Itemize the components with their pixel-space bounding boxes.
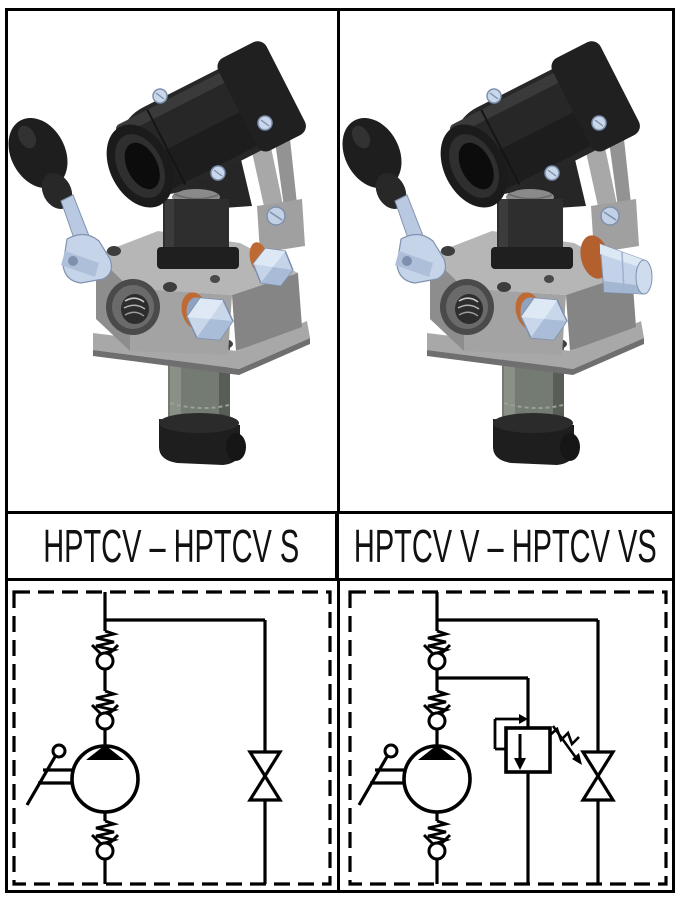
adjustable-spring-icon — [549, 725, 582, 765]
side-plug-standard — [249, 242, 294, 287]
suction-branch — [422, 812, 452, 884]
suction-branch — [90, 812, 120, 884]
relief-valve-branch — [493, 678, 582, 884]
photo-cell-hptcv — [7, 11, 338, 509]
hptcv-v-circuit-schematic — [348, 590, 668, 886]
pilot-line — [493, 714, 528, 751]
model-label-hptcv: HPTCV – HPTCV S — [43, 520, 300, 572]
model-label-box-hptcv: HPTCV – HPTCV S — [5, 511, 338, 581]
column-divider — [337, 8, 340, 893]
pump-branch — [422, 592, 598, 747]
hand-pump-symbol — [357, 743, 472, 814]
model-label-hptcv-v: HPTCV V – HPTCV VS — [354, 520, 657, 572]
circuit-envelope — [12, 590, 332, 886]
hptcv-v-pump-photo — [341, 36, 653, 467]
hptcv-circuit-schematic — [12, 590, 332, 886]
pump-branch — [90, 592, 265, 747]
side-plug-relief-cartridge — [580, 235, 653, 295]
schematic-cell-hptcv — [7, 583, 338, 891]
hptcv-pump-photo — [7, 36, 312, 467]
release-valve-branch — [580, 620, 616, 884]
hand-pump-symbol — [25, 743, 140, 814]
release-valve-branch — [247, 620, 283, 884]
model-label-box-hptcv-v: HPTCV V – HPTCV VS — [336, 511, 675, 581]
photo-cell-hptcv-v — [341, 11, 672, 509]
relief-valve-body — [504, 726, 552, 774]
circuit-envelope — [348, 590, 668, 886]
outer-frame — [5, 8, 675, 893]
schematic-cell-hptcv-v — [343, 583, 674, 891]
